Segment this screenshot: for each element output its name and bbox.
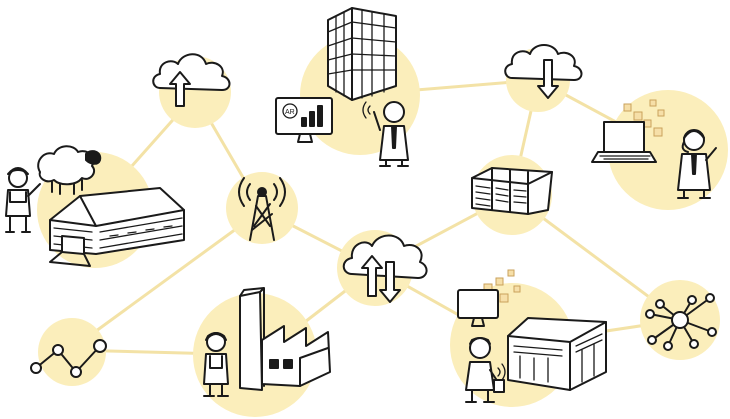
businessman-figure-icon [362, 101, 409, 167]
line-chart-icon [30, 339, 107, 378]
call-center-agent-icon [677, 129, 717, 199]
store-monitor-icon [457, 289, 499, 327]
server-icon [471, 167, 553, 215]
radio-tower-icon [238, 177, 286, 241]
factory-worker-icon [203, 332, 229, 397]
monitor-label: AR [285, 109, 295, 116]
node-bg-tower [226, 172, 298, 244]
cloud-upload-icon [152, 53, 231, 107]
barn-icon [49, 187, 185, 267]
store-icon [507, 317, 607, 391]
network-hub-icon [645, 293, 717, 351]
analytics-monitor-icon: AR [275, 97, 333, 143]
sheep-icon [37, 145, 102, 195]
laptop-icon [591, 121, 657, 163]
cloud-sync-icon [342, 234, 428, 303]
link-chart-tower [68, 208, 264, 352]
node-bg-chart [38, 318, 106, 386]
shopkeeper-figure-icon [465, 337, 506, 403]
factory-icon [239, 287, 331, 391]
cloud-download-icon [504, 44, 583, 99]
skyscraper-icon [327, 7, 397, 101]
farmer-figure-icon [5, 167, 41, 233]
